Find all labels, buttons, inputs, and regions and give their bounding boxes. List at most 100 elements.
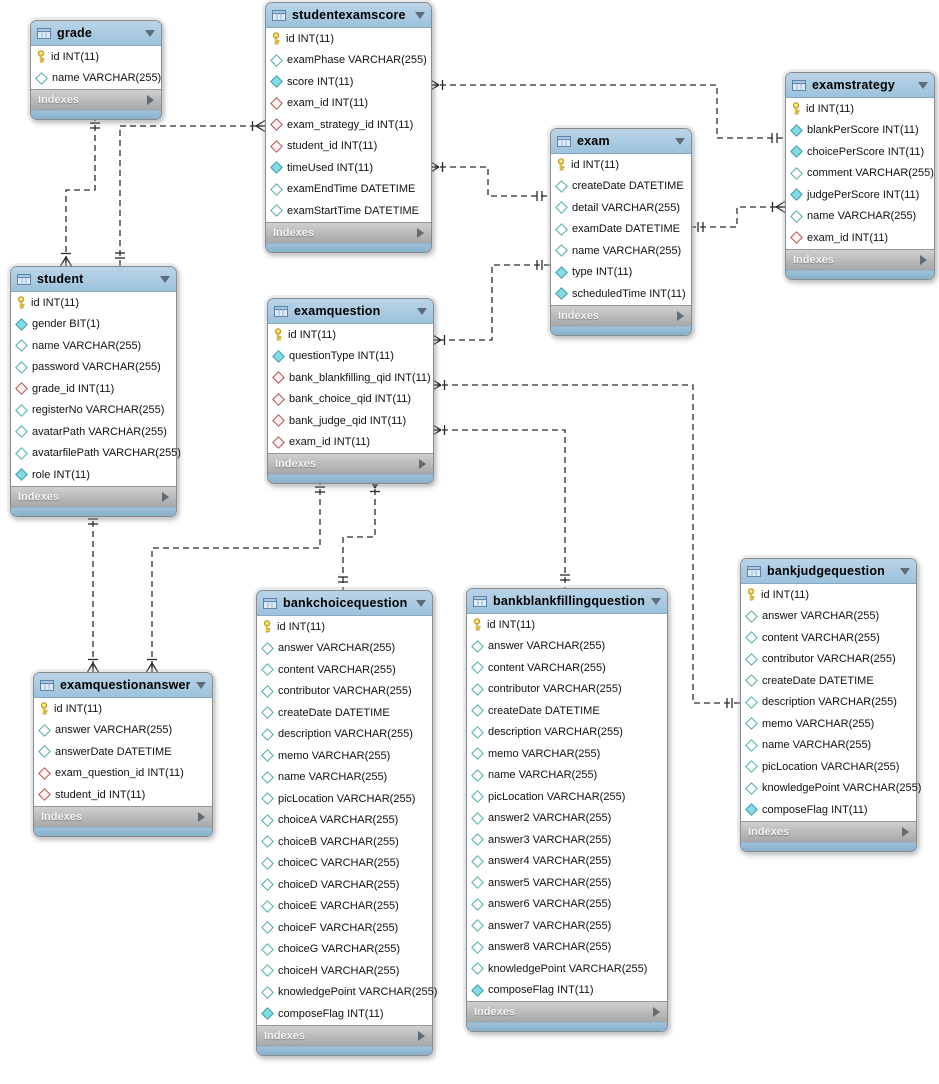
relationship-line[interactable] (65, 115, 96, 266)
indexes-section[interactable]: Indexes (11, 485, 176, 507)
column-row[interactable]: scheduledTime INT(11) (551, 283, 691, 305)
column-row[interactable]: picLocation VARCHAR(255) (467, 786, 667, 808)
column-row[interactable]: choiceD VARCHAR(255) (257, 874, 432, 896)
column-row[interactable]: answer VARCHAR(255) (257, 638, 432, 660)
column-row[interactable]: examStartTime DATETIME (266, 200, 431, 222)
column-row[interactable]: description VARCHAR(255) (257, 724, 432, 746)
relationship-line[interactable] (430, 84, 785, 139)
expand-arrow-icon[interactable] (418, 1030, 425, 1041)
column-row[interactable]: timeUsed INT(11) (266, 157, 431, 179)
column-row[interactable]: memo VARCHAR(255) (467, 743, 667, 765)
table-header-studentexamscore[interactable]: studentexamscore (266, 3, 431, 28)
column-row[interactable]: id INT(11) (34, 698, 212, 720)
collapse-arrow-icon[interactable] (416, 599, 426, 607)
column-row[interactable]: choicePerScore INT(11) (786, 141, 934, 163)
column-row[interactable]: contributor VARCHAR(255) (467, 679, 667, 701)
column-row[interactable]: answer6 VARCHAR(255) (467, 894, 667, 916)
collapse-arrow-icon[interactable] (651, 597, 661, 605)
collapse-arrow-icon[interactable] (415, 11, 425, 19)
column-row[interactable]: id INT(11) (786, 98, 934, 120)
relationship-student-studentexamscore[interactable] (115, 119, 266, 267)
column-row[interactable]: bank_judge_qid INT(11) (268, 410, 433, 432)
indexes-section[interactable]: Indexes (31, 89, 161, 110)
indexes-section[interactable]: Indexes (268, 453, 433, 474)
column-row[interactable]: content VARCHAR(255) (467, 657, 667, 679)
column-row[interactable]: id INT(11) (11, 292, 176, 314)
relationship-studentexamscore-exam[interactable] (429, 160, 550, 202)
column-row[interactable]: password VARCHAR(255) (11, 357, 176, 379)
column-row[interactable]: name VARCHAR(255) (467, 765, 667, 787)
column-row[interactable]: knowledgePoint VARCHAR(255) (741, 778, 921, 800)
expand-arrow-icon[interactable] (417, 227, 424, 238)
column-row[interactable]: name VARCHAR(255) (31, 68, 161, 90)
relationship-exam-examquestion[interactable] (431, 260, 550, 347)
relationship-examquestion-bankblankfillingquestion[interactable] (431, 423, 570, 589)
expand-arrow-icon[interactable] (677, 310, 684, 321)
relationship-line[interactable] (151, 479, 321, 672)
column-row[interactable]: answer4 VARCHAR(255) (467, 851, 667, 873)
column-row[interactable]: name VARCHAR(255) (257, 767, 432, 789)
expand-arrow-icon[interactable] (147, 95, 154, 105)
indexes-section[interactable]: Indexes (266, 221, 431, 243)
column-row[interactable]: student_id INT(11) (34, 784, 212, 806)
relationship-line[interactable] (342, 479, 376, 590)
expand-arrow-icon[interactable] (653, 1007, 660, 1017)
relationship-line[interactable] (690, 206, 785, 228)
column-row[interactable]: type INT(11) (551, 262, 691, 284)
column-row[interactable]: description VARCHAR(255) (741, 692, 916, 714)
column-row[interactable]: blankPerScore INT(11) (786, 120, 934, 142)
relationship-student-examquestionanswer[interactable] (86, 511, 100, 673)
column-row[interactable]: composeFlag INT(11) (741, 799, 916, 821)
column-row[interactable]: composeFlag INT(11) (467, 980, 667, 1002)
column-row[interactable]: knowledgePoint VARCHAR(255) (467, 958, 667, 980)
column-row[interactable]: description VARCHAR(255) (467, 722, 667, 744)
table-header-examquestionanswer[interactable]: examquestionanswer (34, 673, 212, 698)
table-header-exam[interactable]: exam (551, 129, 691, 154)
column-row[interactable]: examPhase VARCHAR(255) (266, 50, 431, 72)
expand-arrow-icon[interactable] (902, 826, 909, 837)
column-row[interactable]: examEndTime DATETIME (266, 179, 431, 201)
column-row[interactable]: memo VARCHAR(255) (741, 713, 916, 735)
column-row[interactable]: questionType INT(11) (268, 346, 433, 368)
table-header-examstrategy[interactable]: examstrategy (786, 73, 934, 98)
column-row[interactable]: id INT(11) (551, 154, 691, 176)
column-row[interactable]: student_id INT(11) (266, 136, 431, 158)
column-row[interactable]: id INT(11) (268, 324, 433, 346)
column-row[interactable]: id INT(11) (741, 584, 916, 606)
column-row[interactable]: gender BIT(1) (11, 314, 176, 336)
table-header-bankblankfillingquestion[interactable]: bankblankfillingquestion (467, 589, 667, 614)
column-row[interactable]: choiceH VARCHAR(255) (257, 960, 432, 982)
column-row[interactable]: exam_id INT(11) (266, 93, 431, 115)
expand-arrow-icon[interactable] (198, 811, 205, 822)
column-row[interactable]: answer5 VARCHAR(255) (467, 872, 667, 894)
column-row[interactable]: judgePerScore INT(11) (786, 184, 934, 206)
column-row[interactable]: bank_blankfilling_qid INT(11) (268, 367, 433, 389)
column-row[interactable]: answerDate DATETIME (34, 741, 212, 763)
collapse-arrow-icon[interactable] (675, 137, 685, 145)
column-row[interactable]: content VARCHAR(255) (257, 659, 432, 681)
collapse-arrow-icon[interactable] (145, 29, 155, 37)
expand-arrow-icon[interactable] (162, 491, 169, 502)
relationship-line[interactable] (432, 384, 740, 704)
indexes-section[interactable]: Indexes (34, 805, 212, 827)
column-row[interactable]: exam_id INT(11) (268, 432, 433, 454)
relationship-examquestion-bankchoicequestion[interactable] (338, 478, 382, 590)
collapse-arrow-icon[interactable] (918, 81, 928, 89)
column-row[interactable]: comment VARCHAR(255) (786, 163, 934, 185)
relationship-line[interactable] (432, 429, 566, 588)
column-row[interactable]: createDate DATETIME (467, 700, 667, 722)
column-row[interactable]: content VARCHAR(255) (741, 627, 916, 649)
column-row[interactable]: id INT(11) (266, 28, 431, 50)
column-row[interactable]: choiceC VARCHAR(255) (257, 853, 432, 875)
column-row[interactable]: avatarfilePath VARCHAR(255) (11, 443, 181, 465)
table-header-examquestion[interactable]: examquestion (268, 299, 433, 324)
column-row[interactable]: contributor VARCHAR(255) (741, 649, 916, 671)
column-row[interactable]: name VARCHAR(255) (786, 206, 934, 228)
